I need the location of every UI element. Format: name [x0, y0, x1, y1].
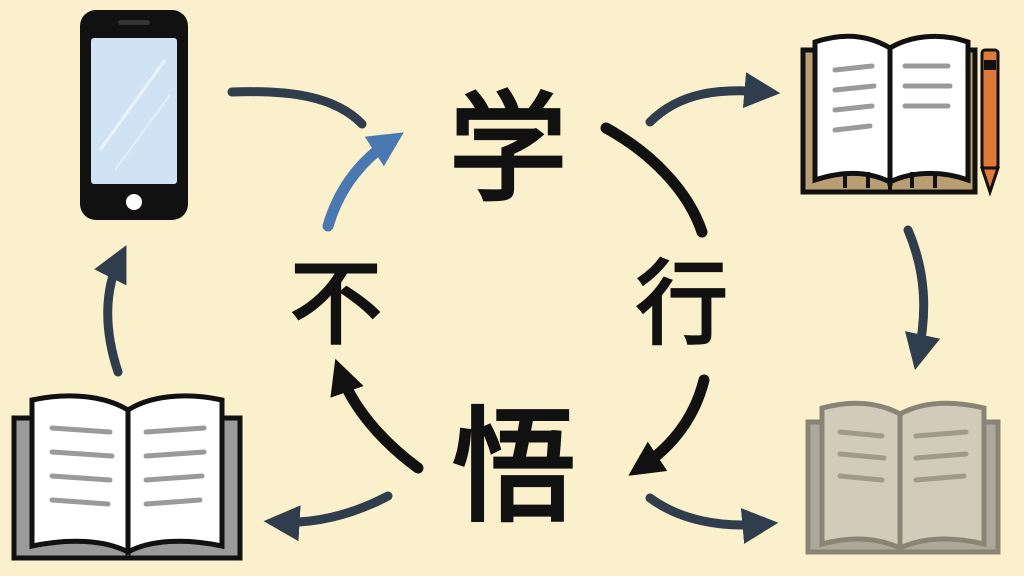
notebook-with-pen-icon: [800, 33, 1001, 197]
arrow-enlightenment-to-not: [330, 358, 424, 474]
label-study: 学: [449, 80, 567, 218]
label-enlightenment: 悟: [452, 396, 576, 540]
arrow-practice-to-enlightenment: [628, 374, 710, 476]
arrow-open-book-to-phone: [94, 245, 127, 377]
open-book-icon: [11, 393, 243, 561]
arrow-study-to-notebook: [645, 72, 781, 127]
arrow-enlightenment-to-faded-book: [645, 493, 779, 544]
arrow-blue-to-study: [322, 132, 404, 232]
arrow-enlightenment-to-open-book: [263, 491, 393, 542]
faded-book-icon: [805, 400, 1001, 555]
smartphone-icon: [80, 10, 188, 220]
label-practice: 行: [636, 251, 728, 358]
arc-study-to-practice: [600, 122, 708, 238]
arrow-phone-to-study: [227, 87, 367, 129]
label-not: 不: [290, 251, 382, 358]
arrow-notebook-to-faded-book: [903, 225, 941, 371]
